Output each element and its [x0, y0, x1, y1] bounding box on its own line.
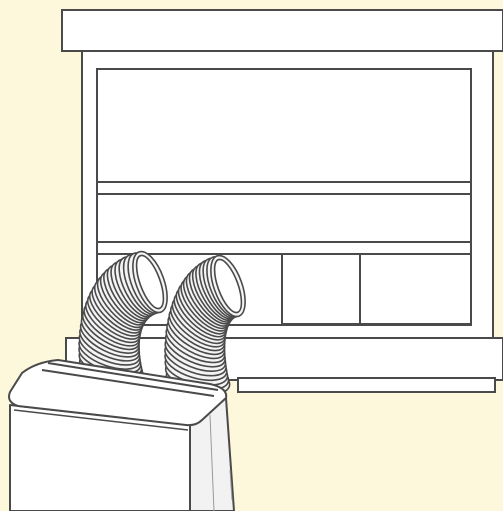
window-lower-sash-rail: [97, 242, 471, 254]
window-kit-panel-right: [360, 254, 471, 324]
window-kit-panel-middle: [282, 254, 360, 324]
window-sill-lip: [238, 378, 495, 392]
window-header-cap: [62, 10, 503, 51]
window-upper-sash-rail: [97, 182, 471, 194]
air-conditioner-unit: [9, 360, 234, 511]
